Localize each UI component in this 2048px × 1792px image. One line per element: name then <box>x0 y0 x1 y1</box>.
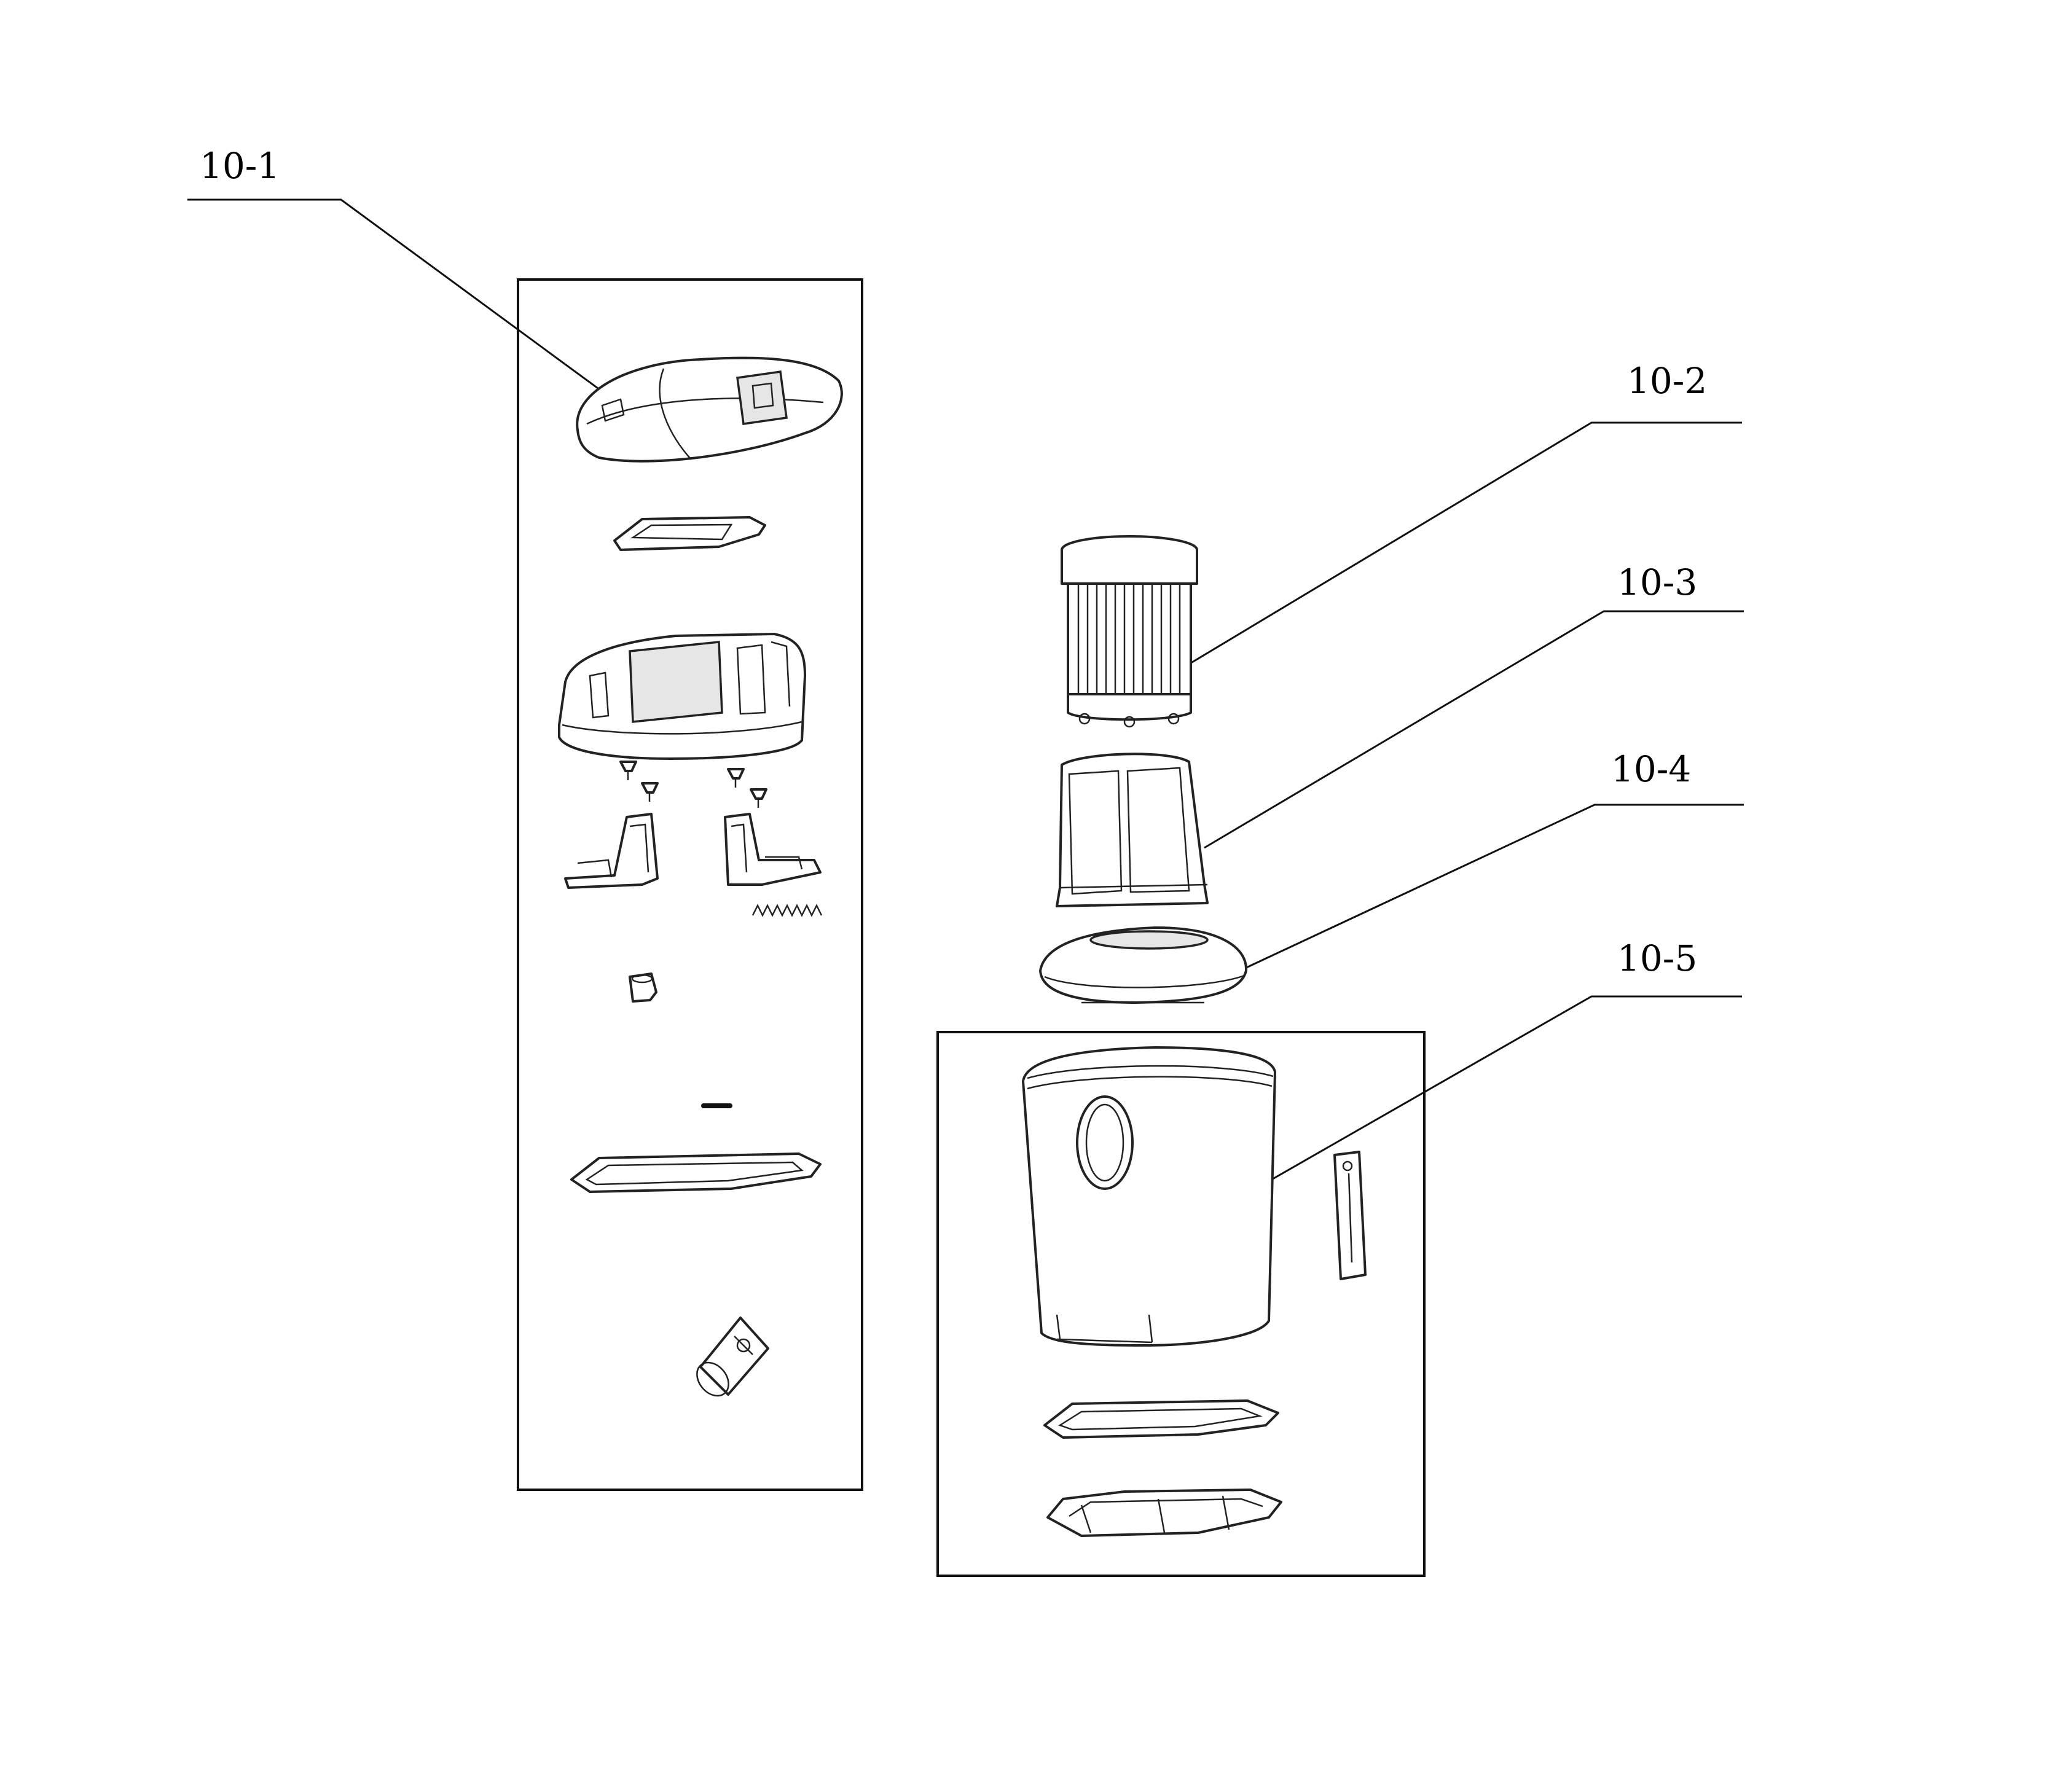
leader-line-10-3 <box>1204 610 1744 849</box>
bin-bottom-part <box>1046 1489 1282 1537</box>
spring-part <box>751 904 823 917</box>
latch-left-part <box>564 813 659 889</box>
callout-10-5: 10-5 <box>1164 937 1742 1242</box>
bin-latch-part <box>1333 1151 1367 1280</box>
bin-gasket-part <box>1043 1399 1279 1439</box>
leader-line-10-5 <box>1164 995 1742 1242</box>
nozzle-part <box>696 1317 769 1397</box>
ring-gasket-part <box>570 1152 822 1193</box>
mesh-filter-part <box>1056 753 1209 907</box>
callout-10-3: 10-3 <box>1204 561 1744 849</box>
callout-label-10-3: 10-3 <box>1617 561 1697 603</box>
leader-line-10-1 <box>187 198 689 456</box>
latch-right-part <box>724 813 822 886</box>
left-assembly-box <box>517 278 863 1491</box>
callout-10-2: 10-2 <box>1133 360 1742 698</box>
top-cover-part <box>576 356 843 463</box>
pleated-filter-part <box>1061 535 1198 728</box>
leader-line-10-4 <box>1213 804 1744 984</box>
callout-10-4: 10-4 <box>1213 748 1744 984</box>
small-button-part <box>629 972 657 1003</box>
filter-cap-part <box>1039 926 1248 1004</box>
callout-label-10-5: 10-5 <box>1617 937 1697 979</box>
housing-base-part <box>558 633 806 760</box>
callout-label-10-2: 10-2 <box>1627 360 1707 402</box>
callout-label-10-1: 10-1 <box>200 145 280 187</box>
callout-label-10-4: 10-4 <box>1611 748 1691 790</box>
screw-parts <box>619 761 767 808</box>
small-gasket-part <box>613 516 766 551</box>
right-assembly-box <box>936 1031 1426 1577</box>
callout-10-1: 10-1 <box>187 145 689 456</box>
leader-line-10-2 <box>1133 421 1742 698</box>
dust-bin-part <box>1022 1046 1276 1347</box>
